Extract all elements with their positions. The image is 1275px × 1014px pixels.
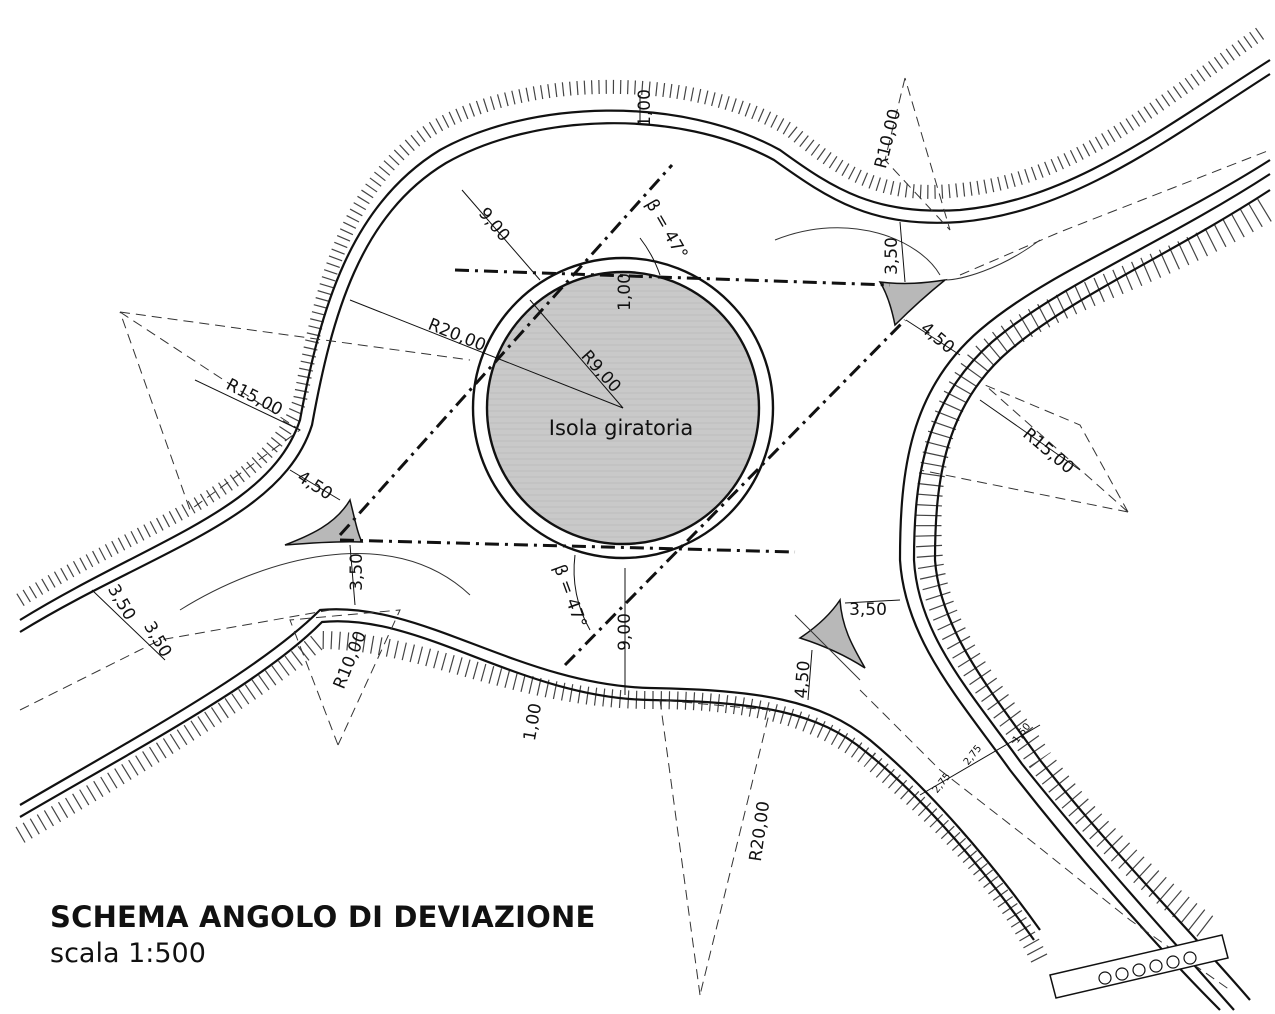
dim-lane-w-b: 3,50 bbox=[139, 618, 175, 661]
dim-r20-ring: R20,00 bbox=[425, 315, 489, 356]
dim-beta-bot: β = 47° bbox=[549, 562, 590, 631]
drawing-title: SCHEMA ANGOLO DI DEVIAZIONE bbox=[50, 900, 596, 934]
dim-lane-w: 3,50 bbox=[347, 553, 367, 591]
dim-w450-se: 4,50 bbox=[791, 660, 814, 699]
drawing-scale: scala 1:500 bbox=[50, 938, 206, 969]
dim-w-top: 1,00 bbox=[635, 89, 655, 127]
dim-w450-w: 4,50 bbox=[293, 467, 336, 504]
dim-ring-width-bot: 9,00 bbox=[615, 613, 635, 651]
dim-lane-w-a: 3,50 bbox=[103, 581, 139, 624]
deflection-lines bbox=[338, 163, 907, 667]
dim-se-w2: 2,75 bbox=[962, 743, 984, 767]
dim-offset-inner: 1,00 bbox=[615, 273, 635, 311]
dim-r15-east: R15,00 bbox=[1019, 424, 1078, 478]
road-edges bbox=[19, 59, 1271, 1011]
dim-r10-top: R10,00 bbox=[871, 107, 905, 171]
path-arcs bbox=[179, 227, 1041, 681]
culvert-symbol bbox=[1049, 934, 1229, 999]
dim-r10-sw: R10,00 bbox=[330, 628, 371, 692]
dim-lane-se: 3,50 bbox=[849, 600, 887, 620]
dim-lane-ne: 3,50 bbox=[882, 237, 902, 275]
dim-beta-top: β = 47° bbox=[641, 196, 691, 263]
caption: SCHEMA ANGOLO DI DEVIAZIONE scala 1:500 bbox=[50, 900, 595, 969]
island-label: Isola giratoria bbox=[549, 416, 693, 440]
dim-se-w1: 2,75 bbox=[931, 771, 953, 795]
dim-w-bot: 1,00 bbox=[520, 702, 546, 743]
dimension-lines bbox=[91, 95, 1081, 796]
dim-w450-ne: 4,50 bbox=[916, 318, 958, 358]
construction-lines bbox=[19, 77, 1271, 996]
dim-r20-se: R20,00 bbox=[746, 800, 774, 863]
